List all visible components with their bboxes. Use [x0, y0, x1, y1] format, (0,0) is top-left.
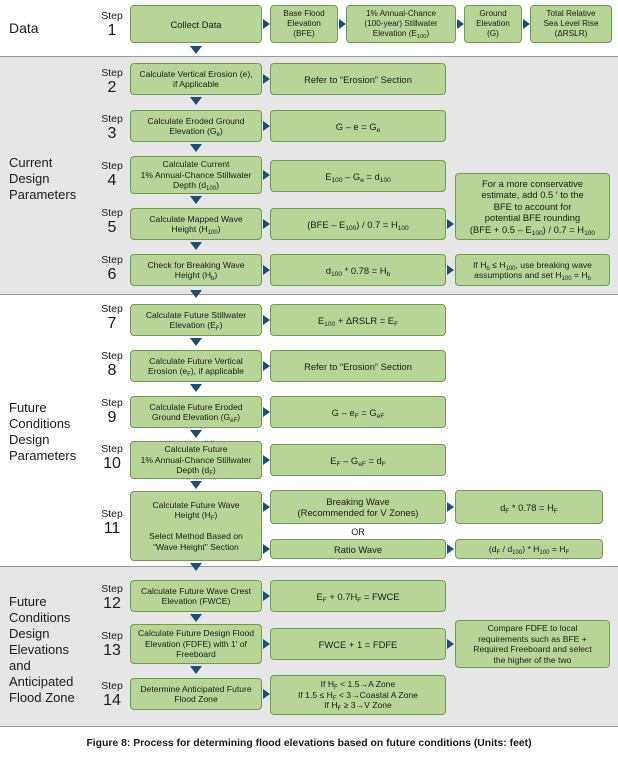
arrow-down [190, 614, 202, 622]
arrow-right [263, 591, 270, 601]
step8-result-box: Refer to “Erosion” Section [270, 350, 446, 382]
arrow-right [339, 19, 346, 29]
collect-data-box: Collect Data [130, 5, 262, 43]
arrow-down [190, 666, 202, 674]
arrow-down [190, 290, 202, 298]
ratio-wave-box: Ratio Wave [270, 539, 446, 559]
divider [0, 566, 618, 567]
section-label-data: Data [9, 20, 39, 36]
breaking-wave-formula-box: dF * 0.78 = HF [455, 490, 603, 524]
arrow-right [263, 265, 270, 275]
figure-caption: Figure 8: Process for determining flood … [86, 738, 532, 749]
step7-result-box: E100 + ΔRSLR = EF [270, 304, 446, 336]
arrow-right [263, 544, 270, 554]
step4-result-box: E100 – Ge = d100 [270, 160, 446, 192]
step12-result-box: EF + 0.7HF = FWCE [270, 580, 446, 612]
step6-result-box: d100 * 0.78 = Hb [270, 254, 446, 286]
divider [0, 726, 618, 727]
arrow-right [263, 315, 270, 325]
arrow-right [523, 19, 530, 29]
arrow-right [263, 19, 270, 29]
arrow-down [190, 97, 202, 105]
arrow-right [447, 639, 454, 649]
step5-result-box: (BFE – E100) / 0.7 = H100 [270, 208, 446, 240]
arrow-right [457, 19, 464, 29]
arrow-down [190, 196, 202, 204]
arrow-down [190, 242, 202, 250]
arrow-right [263, 74, 270, 84]
or-label: OR [351, 527, 365, 537]
arrow-right [447, 502, 454, 512]
arrow-right [263, 121, 270, 131]
step13-result-box: FWCE + 1 = FDFE [270, 628, 446, 660]
arrow-down [190, 338, 202, 346]
arrow-right [263, 455, 270, 465]
arrow-down [190, 384, 202, 392]
step9-result-box: G – eF = GeF [270, 396, 446, 428]
step2-calc-box: Calculate Vertical Erosion (e),if Applic… [130, 63, 262, 95]
arrow-down [190, 430, 202, 438]
arrow-right [263, 219, 270, 229]
arrow-down [190, 563, 202, 571]
ratio-wave-formula-box: (dF / d100) * H100 = HF [455, 539, 603, 559]
breaking-wave-box: Breaking Wave(Recommended for V Zones) [270, 490, 446, 524]
divider [0, 294, 618, 295]
arrow-right [263, 502, 270, 512]
arrow-right [263, 639, 270, 649]
arrow-right [447, 219, 454, 229]
step2-result-box: Refer to “Erosion” Section [270, 63, 446, 95]
step3-result-box: G – e = Ge [270, 110, 446, 142]
arrow-down [190, 144, 202, 152]
step10-result-box: EF – GeF = dF [270, 444, 446, 476]
arrow-down [190, 46, 202, 54]
arrow-right [263, 361, 270, 371]
divider [0, 56, 618, 57]
arrow-down [190, 481, 202, 489]
arrow-right [263, 407, 270, 417]
arrow-right [447, 265, 454, 275]
arrow-right [447, 544, 454, 554]
arrow-right [263, 689, 270, 699]
arrow-right [263, 170, 270, 180]
